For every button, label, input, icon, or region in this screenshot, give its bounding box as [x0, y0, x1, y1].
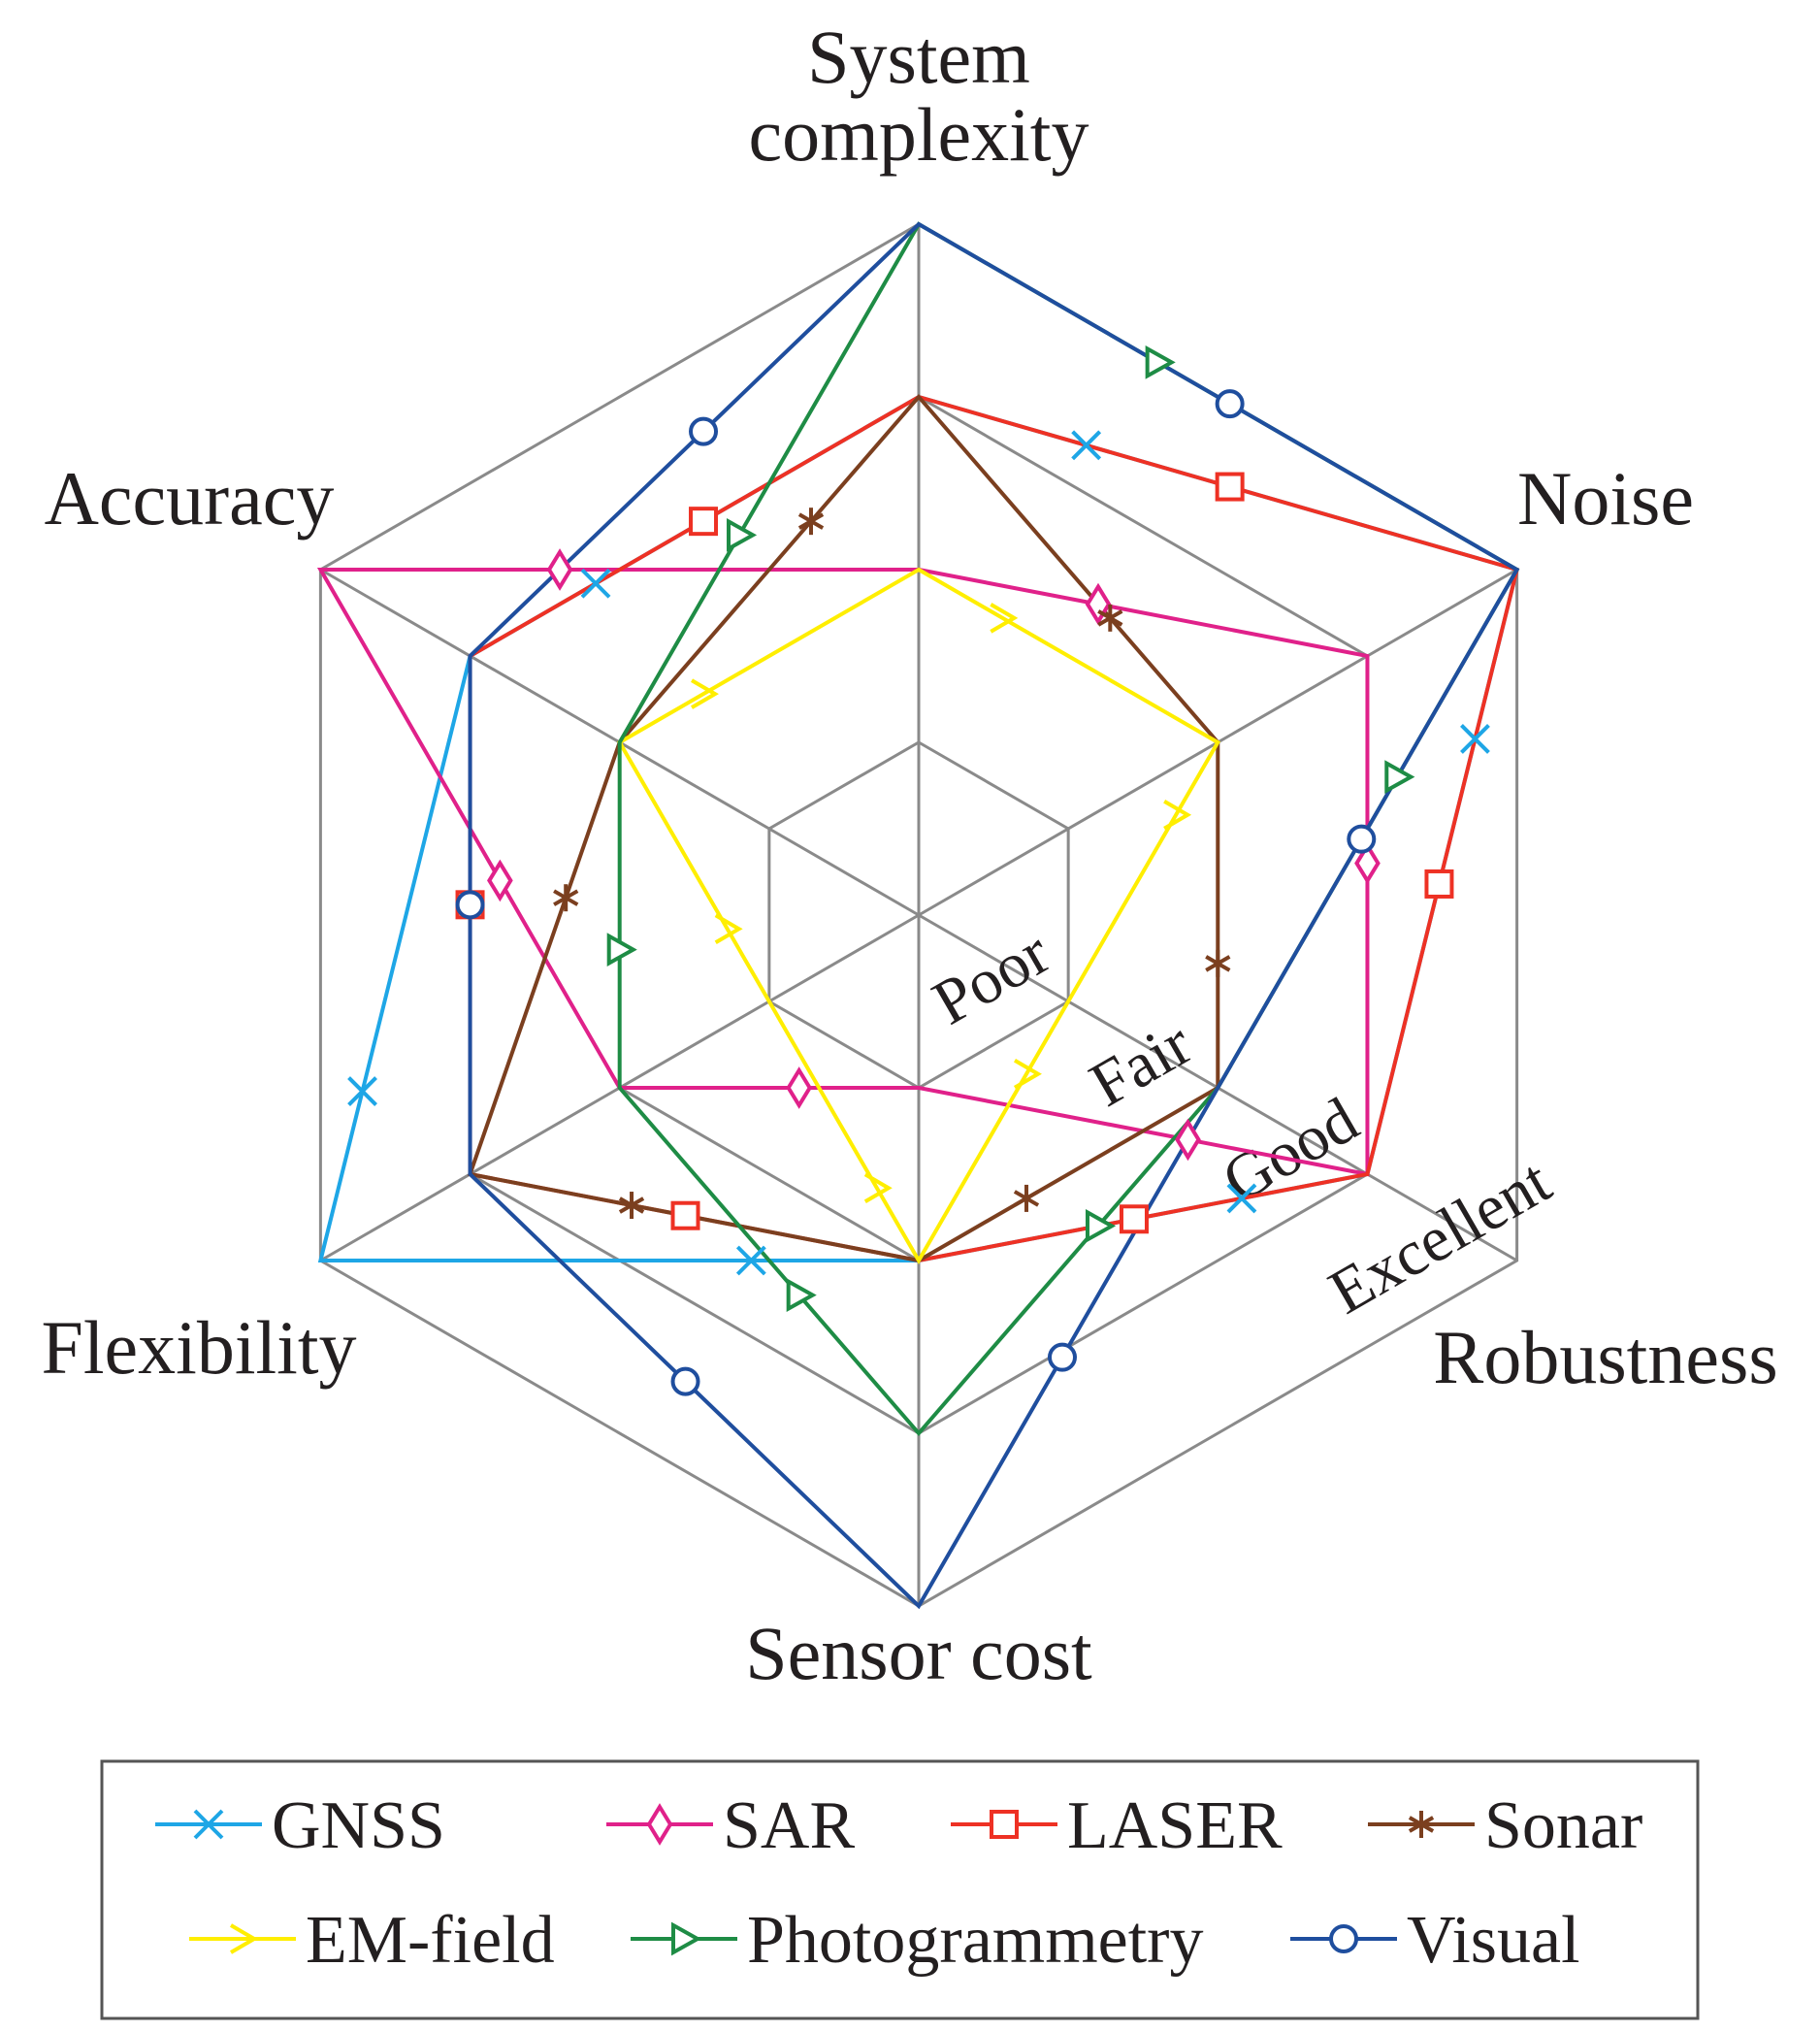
- level-label-fair: Fair: [1079, 1007, 1204, 1120]
- marker-photogrammetry-5: [727, 517, 758, 552]
- marker-photogrammetry-3: [786, 1278, 817, 1313]
- legend-label-visual: Visual: [1407, 1903, 1580, 1978]
- series-lines: [316, 221, 1520, 1610]
- marker-laser-2: [1119, 1204, 1149, 1234]
- marker-gnss-4: [347, 1076, 377, 1106]
- marker-visual-0: [1215, 389, 1245, 419]
- axis-label-sensor-cost: Sensor cost: [745, 1611, 1092, 1695]
- marker-sar-5: [546, 548, 573, 591]
- axis-label-flexibility: Flexibility: [41, 1305, 356, 1390]
- series-line-sar: [316, 568, 1370, 1177]
- marker-sar-2: [1175, 1118, 1201, 1162]
- marker-laser-5: [689, 507, 719, 537]
- legend-item-visual: Visual: [1290, 1903, 1580, 1978]
- legend-item-sar: SAR: [606, 1788, 855, 1863]
- legend-label-photogrammetry: Photogrammetry: [747, 1903, 1203, 1978]
- marker-photogrammetry-2: [1085, 1208, 1117, 1243]
- marker-em-field-4: [714, 913, 743, 944]
- marker-em-field-3: [863, 1172, 893, 1203]
- legend-item-sonar: Sonar: [1368, 1788, 1642, 1863]
- legend-marker-sonar: [1408, 1811, 1435, 1838]
- marker-sonar-2: [1013, 1184, 1040, 1212]
- marker-visual-1: [1347, 824, 1377, 854]
- legend-label-sonar: Sonar: [1484, 1788, 1642, 1863]
- legend-box: [100, 1759, 1700, 2020]
- axis-label-noise: Noise: [1517, 456, 1694, 541]
- marker-visual-2: [1047, 1342, 1077, 1372]
- marker-sonar-5: [797, 508, 825, 536]
- radar-grid: [318, 222, 1519, 1608]
- axis-label-accuracy: Accuracy: [45, 456, 335, 541]
- marker-sar-1: [1354, 841, 1381, 885]
- marker-photogrammetry-1: [1384, 760, 1415, 795]
- marker-sonar-4: [553, 884, 579, 912]
- legend-marker-em-field: [229, 1923, 258, 1954]
- marker-photogrammetry-0: [1145, 344, 1176, 379]
- marker-visual-5: [689, 416, 719, 446]
- marker-sonar-3: [618, 1192, 645, 1220]
- level-label-poor: Poor: [922, 917, 1061, 1039]
- marker-sonar-0: [1097, 604, 1123, 632]
- marker-sonar-1: [1205, 949, 1231, 977]
- marker-sar-3: [786, 1066, 813, 1109]
- marker-gnss-3: [735, 1245, 766, 1276]
- marker-photogrammetry-4: [606, 933, 637, 967]
- legend-label-gnss: GNSS: [272, 1788, 445, 1863]
- legend-label-sar: SAR: [723, 1788, 855, 1863]
- marker-sar-4: [487, 859, 513, 902]
- marker-em-field-2: [1013, 1059, 1042, 1090]
- legend-item-laser: LASER: [951, 1788, 1283, 1863]
- legend-marker-gnss: [193, 1809, 224, 1840]
- legend-marker-visual: [1329, 1924, 1358, 1953]
- marker-gnss-0: [1071, 430, 1102, 461]
- axis-label-robustness: Robustness: [1433, 1315, 1777, 1399]
- legend-label-em-field: EM-field: [306, 1903, 555, 1978]
- marker-em-field-0: [990, 603, 1019, 634]
- legend-item-photogrammetry: Photogrammetry: [631, 1903, 1203, 1978]
- legend-item-gnss: GNSS: [155, 1788, 445, 1863]
- series-line-visual: [468, 221, 1520, 1610]
- legend-marker-photogrammetry: [671, 1921, 702, 1956]
- legend-label-laser: LASER: [1067, 1788, 1283, 1863]
- marker-visual-4: [455, 890, 485, 920]
- marker-em-field-1: [1163, 800, 1192, 831]
- marker-gnss-5: [580, 568, 611, 599]
- marker-visual-3: [670, 1366, 700, 1396]
- marker-em-field-5: [691, 678, 719, 709]
- marker-laser-3: [670, 1200, 700, 1230]
- series-markers: [347, 344, 1490, 1396]
- legend-marker-laser: [990, 1810, 1019, 1839]
- marker-laser-0: [1215, 472, 1245, 502]
- marker-laser-1: [1424, 869, 1454, 899]
- marker-gnss-1: [1460, 724, 1490, 754]
- legend-item-em-field: EM-field: [189, 1903, 555, 1978]
- marker-gnss-2: [1226, 1183, 1257, 1214]
- legend-marker-sar: [646, 1803, 673, 1846]
